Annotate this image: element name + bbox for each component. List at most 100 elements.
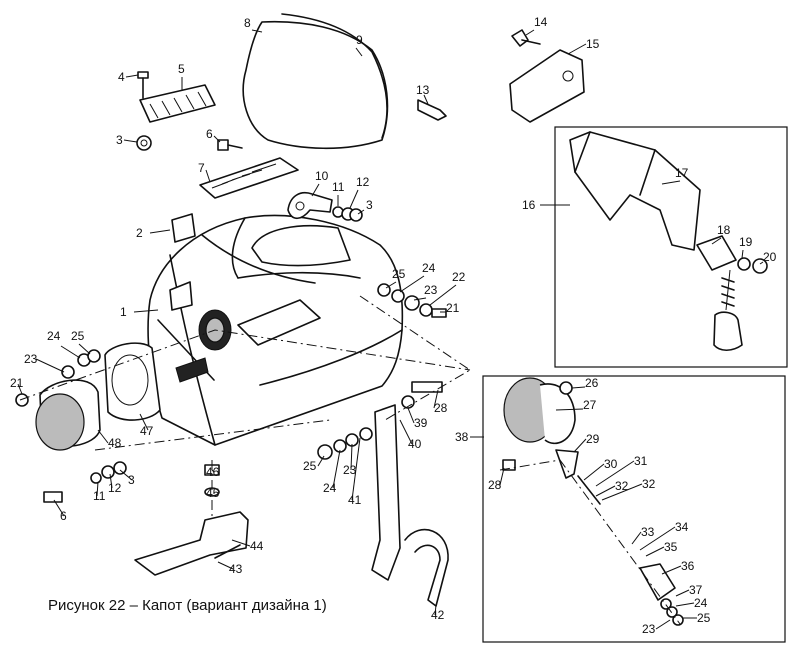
leader-line [433, 389, 439, 409]
leader-line [109, 473, 113, 489]
grille-middle [199, 157, 299, 199]
leader-line [53, 499, 65, 517]
leader-line [349, 189, 359, 209]
leader-line [595, 460, 635, 487]
leader-line [595, 485, 616, 497]
part-label-24: 24 [47, 329, 61, 343]
part-label-3: 3 [128, 473, 135, 487]
part-label-27: 27 [583, 398, 597, 412]
leader-line [399, 275, 425, 293]
part-label-1: 1 [120, 305, 127, 319]
part-label-25: 25 [697, 611, 711, 625]
clip-13 [417, 99, 447, 121]
part-label-12: 12 [356, 175, 370, 189]
screw-6-top [217, 139, 243, 151]
part-label-30: 30 [604, 457, 618, 471]
part-label-34: 34 [675, 520, 689, 534]
part-label-23: 23 [642, 622, 656, 636]
wing-nut [511, 29, 541, 47]
part-label-5: 5 [178, 62, 185, 76]
leader-line [741, 249, 744, 259]
leader-line [413, 297, 427, 301]
part-label-25: 25 [303, 459, 317, 473]
emblem [171, 213, 196, 243]
lamp-ring [104, 342, 161, 421]
leader-line [661, 565, 682, 575]
headlamp-48 [35, 379, 101, 451]
part-label-40: 40 [408, 437, 422, 451]
figure-caption: Рисунок 22 – Капот (вариант дизайна 1) [48, 597, 327, 614]
leader-line [217, 561, 234, 570]
leader-line [645, 546, 665, 557]
leader-line [311, 183, 320, 197]
leader-line [639, 526, 676, 551]
hood-body [147, 214, 404, 446]
leader-line [149, 229, 171, 234]
leader-line [407, 407, 415, 424]
part-label-23: 23 [24, 352, 38, 366]
leader-line [119, 469, 133, 481]
bracket-10 [287, 192, 333, 220]
leader-line [350, 443, 353, 471]
part-label-6: 6 [206, 127, 213, 141]
leader-line [251, 29, 263, 33]
leader-line [133, 309, 159, 313]
part-label-10: 10 [315, 169, 329, 183]
part-label-23: 23 [343, 463, 357, 477]
leader-line [573, 438, 587, 453]
part-label-39: 39 [414, 416, 428, 430]
part-label-20: 20 [763, 250, 777, 264]
leader-line [211, 469, 215, 473]
detail-box-26-37 [482, 375, 786, 643]
leader-line [655, 619, 671, 630]
part-label-16: 16 [522, 198, 536, 212]
part-label-9: 9 [356, 33, 363, 47]
leader-line [525, 29, 535, 36]
part-label-46: 46 [206, 465, 220, 479]
part-label-22: 22 [452, 270, 466, 284]
leader-line [231, 539, 251, 547]
part-label-31: 31 [634, 454, 648, 468]
cover-16-17 [569, 131, 701, 251]
leader-line [429, 284, 457, 306]
part-label-13: 13 [416, 83, 430, 97]
part-label-35: 35 [664, 540, 678, 554]
part-label-29: 29 [586, 432, 600, 446]
plate-18 [696, 235, 737, 271]
screw-4 [137, 71, 149, 99]
part-label-12: 12 [108, 481, 122, 495]
part-label-25: 25 [392, 267, 406, 281]
part-label-45: 45 [206, 486, 220, 500]
spring-latch [713, 269, 743, 352]
nut-3-right [349, 208, 363, 222]
leader-line [332, 449, 341, 489]
leader-line [78, 343, 91, 355]
leader-line [97, 429, 109, 444]
leader-line [567, 43, 587, 55]
part-label-25: 25 [71, 329, 85, 343]
part-label-28: 28 [488, 478, 502, 492]
leader-line [631, 531, 642, 545]
part-label-23: 23 [424, 283, 438, 297]
part-label-11: 11 [332, 180, 345, 194]
windscreen [242, 13, 389, 150]
part-label-42: 42 [431, 608, 445, 622]
leader-line [351, 437, 361, 501]
part-label-41: 41 [348, 493, 362, 507]
part-label-17: 17 [675, 166, 689, 180]
part-label-6: 6 [60, 509, 67, 523]
leader-line [601, 483, 643, 501]
knob-20 [752, 258, 768, 274]
detail-box-16-20 [554, 126, 788, 368]
leader-line [583, 463, 605, 481]
part-label-47: 47 [140, 424, 154, 438]
grille-upper [139, 84, 216, 123]
leader-line [213, 135, 221, 143]
leader-line [711, 237, 722, 245]
part-label-18: 18 [717, 223, 731, 237]
part-label-44: 44 [250, 539, 264, 553]
part-label-21: 21 [446, 301, 460, 315]
stand [371, 381, 449, 607]
